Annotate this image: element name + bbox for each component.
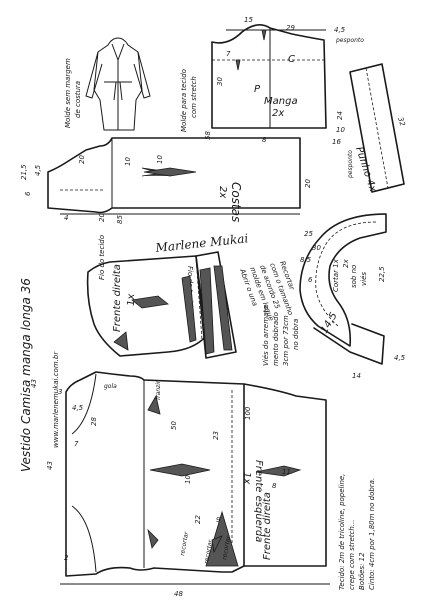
cortar3-label: sob no (350, 265, 358, 288)
m30b-label: 30 (312, 244, 321, 252)
front-right-bottom-label: Frente direita (262, 492, 273, 560)
signature: Marlene Mukai (154, 231, 249, 255)
m4-5c-label: 4,5 (394, 354, 406, 362)
sleeve-p-label: P (254, 84, 261, 95)
vies4-label: no dobra (292, 319, 300, 350)
vies1-label: Viés do arremate (262, 306, 270, 366)
m25-label: 25 (304, 230, 313, 238)
back-qty-label: 2x (217, 186, 228, 198)
m14-5-label: 14,5 (319, 311, 340, 336)
m30-label: 30 (216, 77, 224, 86)
m7-label: 7 (226, 50, 231, 58)
molde-sem-margem-label: Molde sem margem (64, 58, 72, 128)
m11-label: 11 (282, 468, 291, 476)
m32-label: 32 (396, 116, 407, 127)
vies2-label: mento dobrado (272, 312, 280, 366)
m8b-label: 8 (272, 482, 277, 490)
m20b-label: 20 (98, 213, 106, 222)
molde-tecido-label: Molde para tecido (180, 69, 188, 132)
cuff-label: Punho 4x (353, 146, 378, 194)
m43b-label: 43 (46, 461, 54, 470)
m6-label: 6 (24, 191, 32, 196)
botoes-label: Botões: 12 (358, 552, 366, 590)
m20a-label: 20 (78, 155, 86, 164)
m20c-label: 20 (304, 179, 312, 188)
m10c-label: 10 (336, 126, 345, 134)
m10b-label: 10 (124, 157, 132, 166)
m100-label: 100 (244, 406, 252, 420)
m8-5-label: 8,5 (300, 256, 312, 264)
m8-label: 8 (262, 136, 267, 144)
m4-5-label: 4,5 (334, 26, 346, 34)
m50-label: 50 (170, 421, 178, 430)
back-label: Costas (229, 182, 243, 222)
front-left-qty: 1x (241, 472, 252, 484)
sleeve-qty-label: 2x (272, 108, 284, 119)
m6b-label: 6 (308, 276, 313, 284)
front-left-label: Frente esquerda (253, 460, 264, 542)
m4-5b-label: 4,5 (34, 164, 42, 176)
fio-tecido-1-label: Fio do tecido (98, 235, 106, 280)
m85-label: 85 (116, 215, 124, 224)
front-right-top-qty: 1x (126, 294, 137, 306)
m4-5d-label: 4,5 (72, 404, 84, 412)
collar-piece (299, 213, 387, 365)
m29-label: 29 (286, 24, 295, 32)
m15-label: 15 (244, 16, 253, 24)
de-costura-label: de costura (74, 81, 82, 118)
title: Vestido Camisa manga longa 36 (19, 278, 33, 472)
m23-label: 23 (212, 431, 220, 440)
sleeve-name-label: Manga (264, 96, 298, 107)
recortar1-label: recortar (203, 539, 214, 564)
m9-label: 9 (216, 516, 221, 524)
vies3-label: 3cm por 73cm (282, 315, 290, 366)
cuff-piece (349, 63, 405, 193)
pesponto-label: pesponto (335, 37, 364, 44)
cortar1-label: Cortar 1x (332, 258, 340, 292)
m4-label: 4 (64, 214, 68, 222)
m48-label: 48 (174, 590, 183, 598)
gola-label: gola (104, 383, 117, 390)
front-right-top-label: Frente direita (112, 264, 123, 332)
tecido2-label: crepe com stretch... (348, 520, 356, 590)
m22-label: 22 (194, 515, 202, 524)
m21-5-label: 21,5 (20, 164, 28, 180)
recortar3-label: recortar (179, 531, 190, 556)
m3-label: 3 (58, 388, 62, 396)
m7b-label: 7 (74, 440, 79, 448)
dress-sketch (85, 37, 151, 131)
m28-label: 28 (90, 417, 98, 426)
m2-label: 2 (64, 554, 69, 562)
cortar2-label: 2x (342, 259, 350, 268)
franzir-label: franzir (155, 380, 162, 400)
site-label: www.marlenemukai.com.br (52, 351, 60, 448)
front-right-top-piece (86, 255, 207, 357)
cinto-label: Cinto: 4cm por 1,80m no dobra. (368, 478, 376, 590)
m24-label: 24 (336, 111, 344, 120)
fan-piece (181, 251, 237, 359)
m43-label: 43 (30, 379, 38, 388)
m10a-label: 10 (156, 155, 164, 164)
cortar4-label: viés (360, 272, 368, 286)
front-bottom-pieces (60, 371, 330, 585)
sleeve-c-label: C (288, 54, 295, 65)
m16-label: 16 (332, 138, 341, 146)
com-stretch-label: com stretch (190, 76, 198, 118)
back-piece (47, 137, 301, 214)
m22-5-label: 22,5 (378, 266, 386, 282)
m58-label: 58 (204, 131, 212, 140)
m10d-label: 10 (184, 475, 192, 484)
m14-label: 14 (352, 372, 361, 380)
recortar2-label: recortar (221, 535, 232, 560)
sleeve-piece (211, 24, 327, 129)
pesponto2-label: pesponto (347, 150, 354, 179)
tecido1-label: Tecido: 2m de tricoline, popeline, (338, 474, 346, 590)
